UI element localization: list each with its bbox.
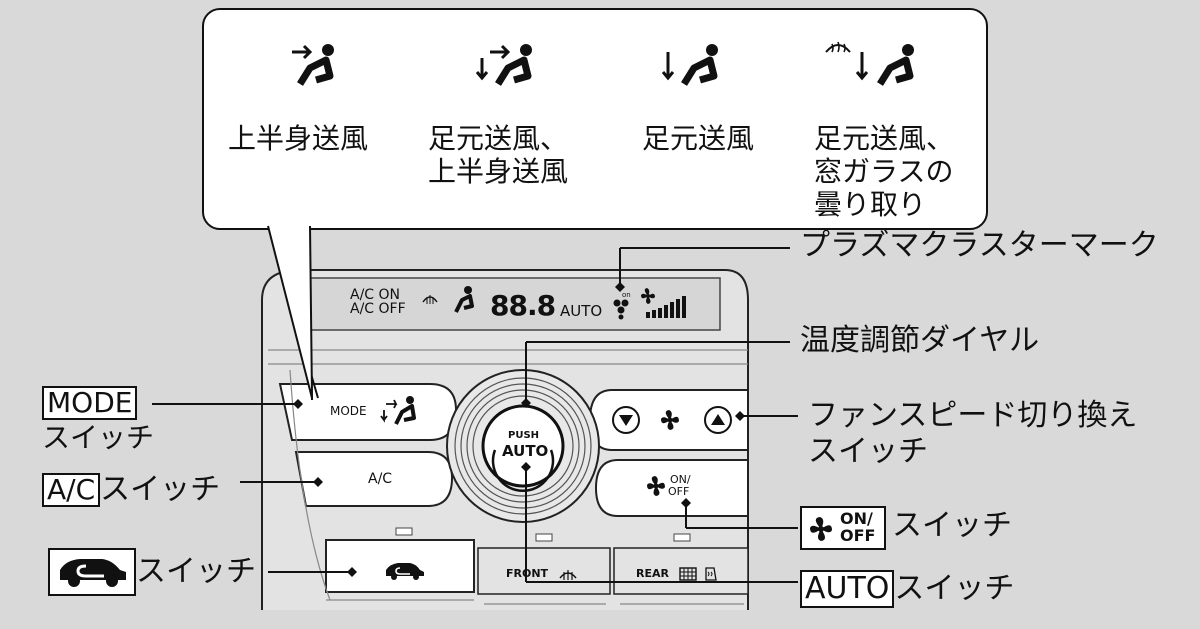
bilevel-vent-icon — [475, 44, 532, 86]
mode-callout-suffix: スイッチ — [42, 421, 155, 454]
rear-defrost-icon — [679, 567, 697, 581]
plasmacluster-callout: プラズマクラスターマーク — [800, 228, 1159, 263]
auto-callout-suffix: スイッチ — [894, 571, 1015, 606]
lcd-person-icon — [454, 286, 474, 313]
fan-onoff-callout-box: ON/ OFF — [800, 506, 886, 550]
rear-button-label[interactable]: REAR — [636, 567, 669, 580]
ac-button — [294, 451, 454, 507]
front-button-label[interactable]: FRONT — [506, 567, 549, 580]
recirc-callout-box — [48, 548, 136, 596]
fan-onoff-callout-on: ON/ — [840, 509, 873, 528]
fan-off-label: OFF — [668, 485, 690, 498]
mode-label-bilevel: 足元送風、 上半身送風 — [428, 122, 569, 188]
lcd-defrost-icon — [422, 295, 438, 304]
auto-button-label[interactable]: AUTO — [502, 442, 549, 460]
floor-vent-icon — [661, 44, 718, 86]
mode-callout: MODE スイッチ — [42, 386, 154, 456]
lcd-ac-off: A/C OFF — [350, 301, 406, 317]
mirror-defrost-icon — [705, 567, 717, 581]
recirc-icon — [386, 563, 424, 580]
auto-callout-box: AUTO — [800, 570, 895, 608]
mode-button-icon — [380, 396, 416, 425]
fan-icon — [661, 410, 679, 430]
mode-label-floor-defrost: 足元送風、 窓ガラスの 曇り取り — [814, 122, 955, 221]
fan-onoff-callout-icon — [810, 517, 832, 541]
mode-button-label[interactable]: MODE — [330, 404, 367, 418]
fan-onoff-button — [594, 459, 749, 517]
mode-label-face: 上半身送風 — [228, 122, 369, 155]
face-vent-icon — [292, 44, 334, 86]
fan-on-label: ON/ — [670, 473, 691, 486]
front-defrost-button — [477, 547, 611, 595]
ac-button-label[interactable]: A/C — [368, 471, 393, 487]
lcd-temperature: 88.8 — [490, 289, 556, 322]
recirc-callout-suffix: スイッチ — [136, 554, 256, 589]
rear-defrost-button — [613, 547, 749, 595]
lcd-auto: AUTO — [560, 302, 603, 320]
plasmacluster-icon — [613, 299, 629, 320]
front-defrost-icon — [559, 570, 577, 580]
floor-defrost-icon — [825, 41, 914, 86]
lcd-ac-on: A/C ON — [350, 287, 401, 303]
mode-label-floor: 足元送風 — [642, 122, 755, 155]
auto-button — [481, 404, 565, 488]
temperature-dial-callout: 温度調節ダイヤル — [800, 323, 1040, 358]
fan-onoff-callout-off: OFF — [840, 526, 876, 545]
fan-onoff-callout-suffix: スイッチ — [892, 508, 1012, 543]
fan-onoff-icon — [647, 476, 665, 496]
lcd-on-tiny: on — [622, 291, 631, 299]
fan-level-bars — [646, 296, 686, 318]
lcd-fan-icon — [641, 288, 655, 304]
mode-callout-box: MODE — [42, 386, 138, 420]
ac-callout-box: A/C — [42, 473, 101, 507]
fan-speed-callout: ファンスピード切り換え スイッチ — [808, 398, 1138, 469]
push-label: PUSH — [508, 430, 540, 441]
lcd-display — [299, 277, 721, 331]
ac-callout-suffix: スイッチ — [100, 472, 221, 507]
recirc-callout-icon — [60, 559, 126, 587]
mode-legend-bubble: 上半身送風 足元送風、 上半身送風 足元送風 足元送風、 窓ガラスの 曇り取り — [202, 8, 988, 230]
